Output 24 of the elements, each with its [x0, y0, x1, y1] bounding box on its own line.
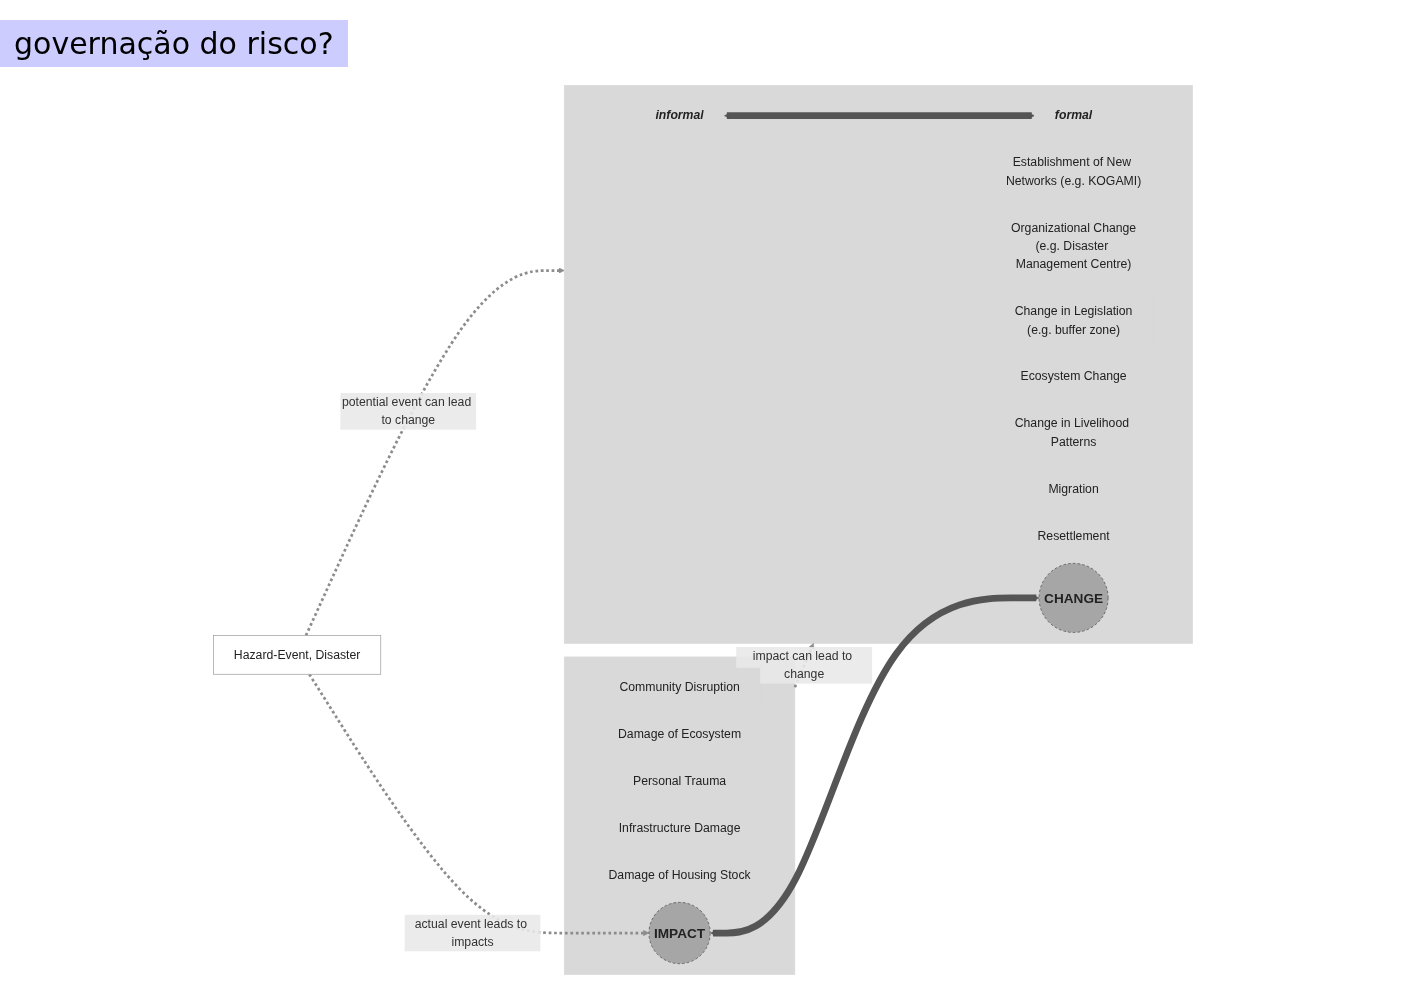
- node-text: formal: [1054, 108, 1093, 123]
- node-text: informal: [655, 108, 704, 123]
- arrow: [304, 267, 565, 637]
- arrow: [724, 112, 1035, 120]
- node-circle: IMPACT: [648, 902, 711, 964]
- cluster: [563, 85, 1193, 644]
- node-text: Change in Legislation (e.g. buffer zone): [1014, 304, 1133, 337]
- node-text: Change in Livelihood Patterns: [1014, 416, 1130, 449]
- node-text: Damage of Ecosystem: [618, 726, 742, 741]
- node-text: Personal Trauma: [632, 773, 727, 788]
- node-box: Hazard-Event, Disaster: [213, 635, 382, 675]
- node-text: Migration: [1048, 481, 1099, 496]
- node-text: Infrastructure Damage: [618, 820, 741, 835]
- node-circle: CHANGE: [1038, 563, 1109, 633]
- node-text: Ecosystem Change: [1020, 369, 1127, 384]
- arrow: [710, 594, 1040, 937]
- edge-label: potential event can lead to change: [341, 394, 472, 427]
- node-text: Organizational Change (e.g. Disaster Management Centre): [1010, 220, 1137, 272]
- node-text: Resettlement: [1037, 528, 1110, 543]
- arrow: [308, 673, 650, 936]
- edge-label: actual event leads to impacts: [414, 916, 527, 949]
- node-text: Establishment of New Networks (e.g. KOGAMI): [1005, 155, 1142, 188]
- question-label: governação do risco?: [0, 20, 348, 67]
- node-text: Damage of Housing Stock: [608, 867, 751, 882]
